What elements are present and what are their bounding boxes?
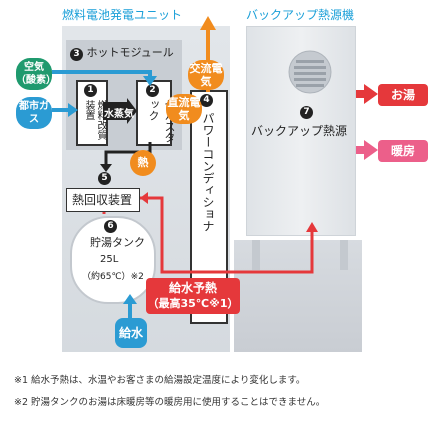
water-supply-pill: 給水 — [115, 318, 147, 348]
hot-water-out-arrowhead — [364, 84, 378, 104]
air-oxygen-pill: 空気（酸素） — [16, 58, 56, 90]
heat-recovery-box — [66, 188, 140, 212]
footnote-2: ※2 貯湯タンクのお湯は床暖房等の暖房用に使用することはできません。 — [14, 397, 326, 408]
water-vapor-label: 水蒸気 — [104, 109, 134, 120]
backup-leg-left — [252, 240, 260, 270]
ac-electricity-pill: 交流電気 — [188, 60, 224, 90]
hot-module-title: 3 ホットモジュール — [70, 44, 174, 61]
tank-label: 貯湯タンク — [90, 236, 145, 249]
feed-preheat-arrowhead — [306, 222, 318, 232]
heat-flow-arrowhead — [100, 164, 112, 172]
backup-num-badge: 7 — [300, 106, 313, 119]
backup-heat-source-label: バックアップ熱源 — [251, 124, 348, 138]
footnote-1: ※1 給水予熱は、水温やお客さまの給湯設定温度により変化します。 — [14, 375, 306, 386]
gas-flow-arrowhead — [68, 103, 78, 117]
air-flow-line — [52, 70, 152, 78]
unit-title: 燃料電池発電ユニット — [62, 8, 183, 22]
water-inlet-arrowhead — [123, 294, 137, 304]
power-conditioner-label: パワーコンディショナ — [201, 112, 215, 232]
reformer-label: 燃料改質装置 — [83, 100, 106, 140]
dc-electricity-pill: 直流電気 — [166, 94, 202, 124]
backup-title: バックアップ熱源機 — [246, 8, 355, 22]
reformer-num: 1 — [84, 84, 97, 97]
hot-water-output: お湯 — [378, 84, 428, 106]
city-gas-pill: 都市ガス — [16, 97, 52, 129]
heat-recovery-num: 5 — [98, 172, 111, 185]
heating-out-arrowhead — [364, 140, 378, 160]
fan-vent-icon — [288, 50, 332, 94]
feed-preheat-line — [140, 196, 314, 274]
heat-flow-line — [104, 142, 152, 166]
tank-temp: （約65℃）※2 — [82, 272, 144, 282]
backup-leg-right — [340, 240, 348, 270]
power-conditioner-num: 4 — [200, 94, 213, 107]
water-vapor-arrow — [103, 98, 137, 124]
cell-stack-num: 2 — [146, 84, 159, 97]
heat-recovery-label: 熱回収装置 — [72, 193, 133, 207]
backup-unit-housing — [246, 26, 356, 236]
air-flow-arrowhead — [143, 76, 157, 86]
heating-output: 暖房 — [378, 140, 428, 162]
feed-preheat-badge: 給水予熱 （最高35℃※1） — [146, 278, 240, 314]
tank-num: 6 — [104, 220, 117, 233]
tank-capacity: 25L — [100, 254, 119, 265]
ac-flow-arrowhead — [200, 16, 216, 30]
heat-pill: 熱 — [130, 150, 156, 176]
